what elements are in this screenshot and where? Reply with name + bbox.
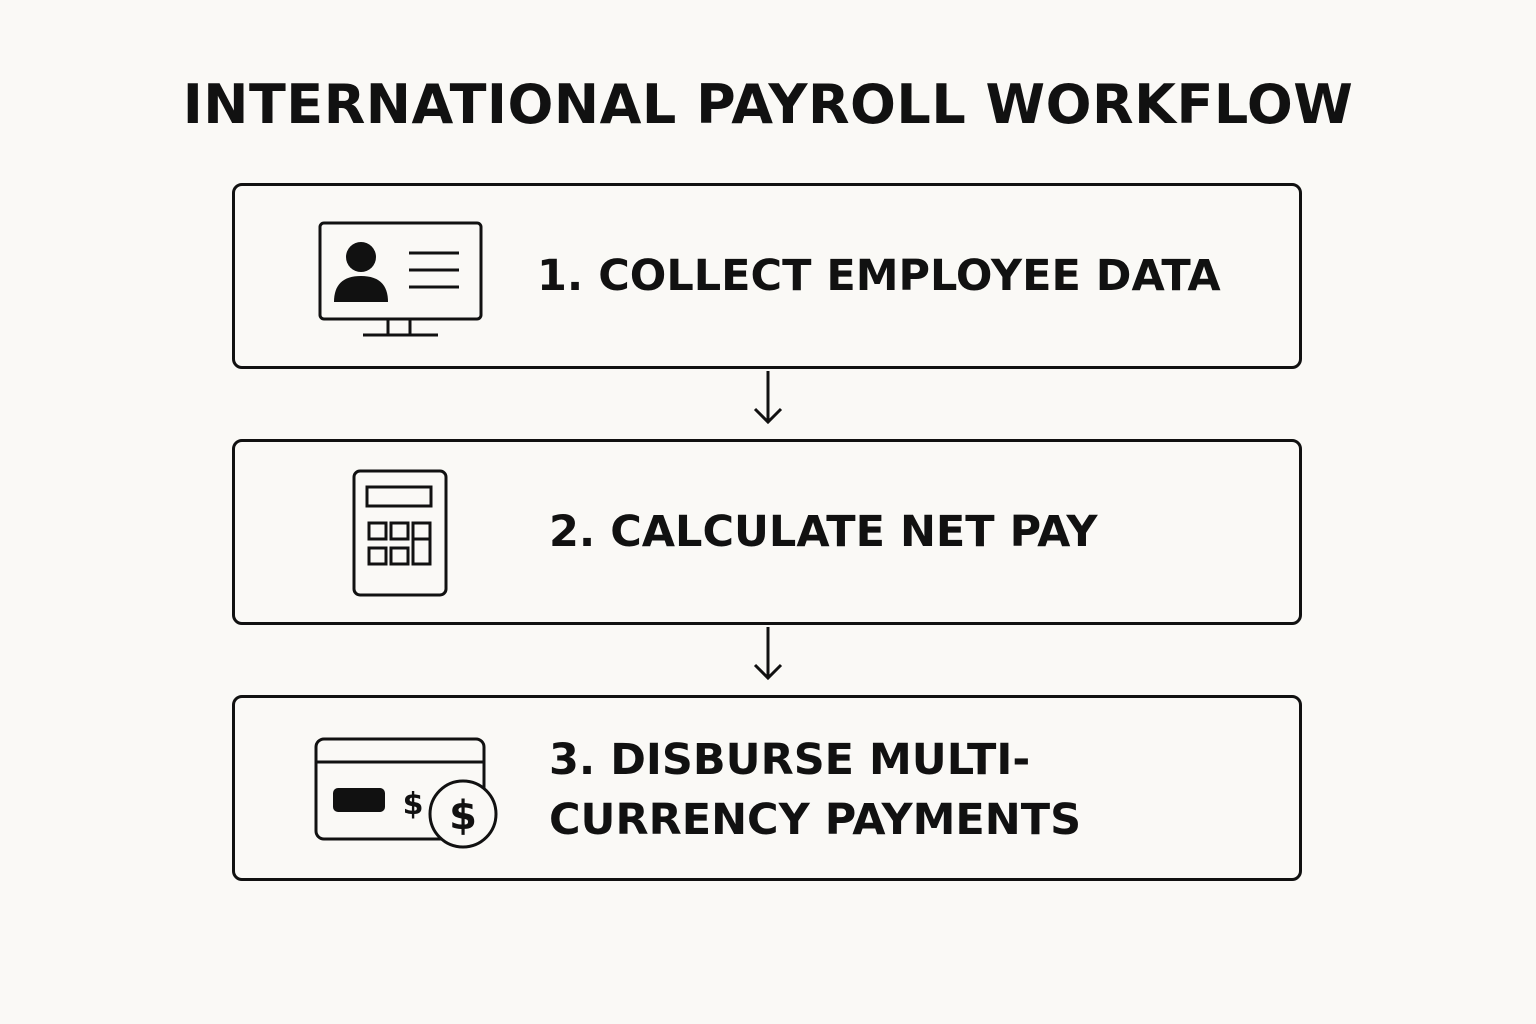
step-1-label: 1. COLLECT EMPLOYEE DATA	[537, 251, 1221, 301]
step-collect-employee-data: 1. COLLECT EMPLOYEE DATA	[232, 183, 1302, 369]
step-3-label-line-1: 3. DISBURSE MULTI-	[549, 735, 1031, 785]
step-disburse-payments: $ $ 3. DISBURSE MULTI- CURRENCY PAYMENTS	[232, 695, 1302, 881]
card-dollar-icon: $ $	[313, 736, 503, 856]
employee-monitor-icon	[317, 220, 487, 340]
flow-arrow-2	[752, 625, 784, 687]
step-calculate-net-pay: 2. CALCULATE NET PAY	[232, 439, 1302, 625]
flow-arrow-1	[752, 369, 784, 431]
diagram-title: INTERNATIONAL PAYROLL WORKFLOW	[182, 73, 1354, 136]
step-3-label-line-2: CURRENCY PAYMENTS	[549, 795, 1082, 845]
step-3-label: 3. DISBURSE MULTI- CURRENCY PAYMENTS	[549, 730, 1081, 850]
calculator-icon	[351, 468, 451, 598]
step-2-label: 2. CALCULATE NET PAY	[549, 507, 1098, 557]
coin-dollar-sign: $	[449, 793, 477, 839]
small-dollar-sign: $	[403, 787, 424, 822]
